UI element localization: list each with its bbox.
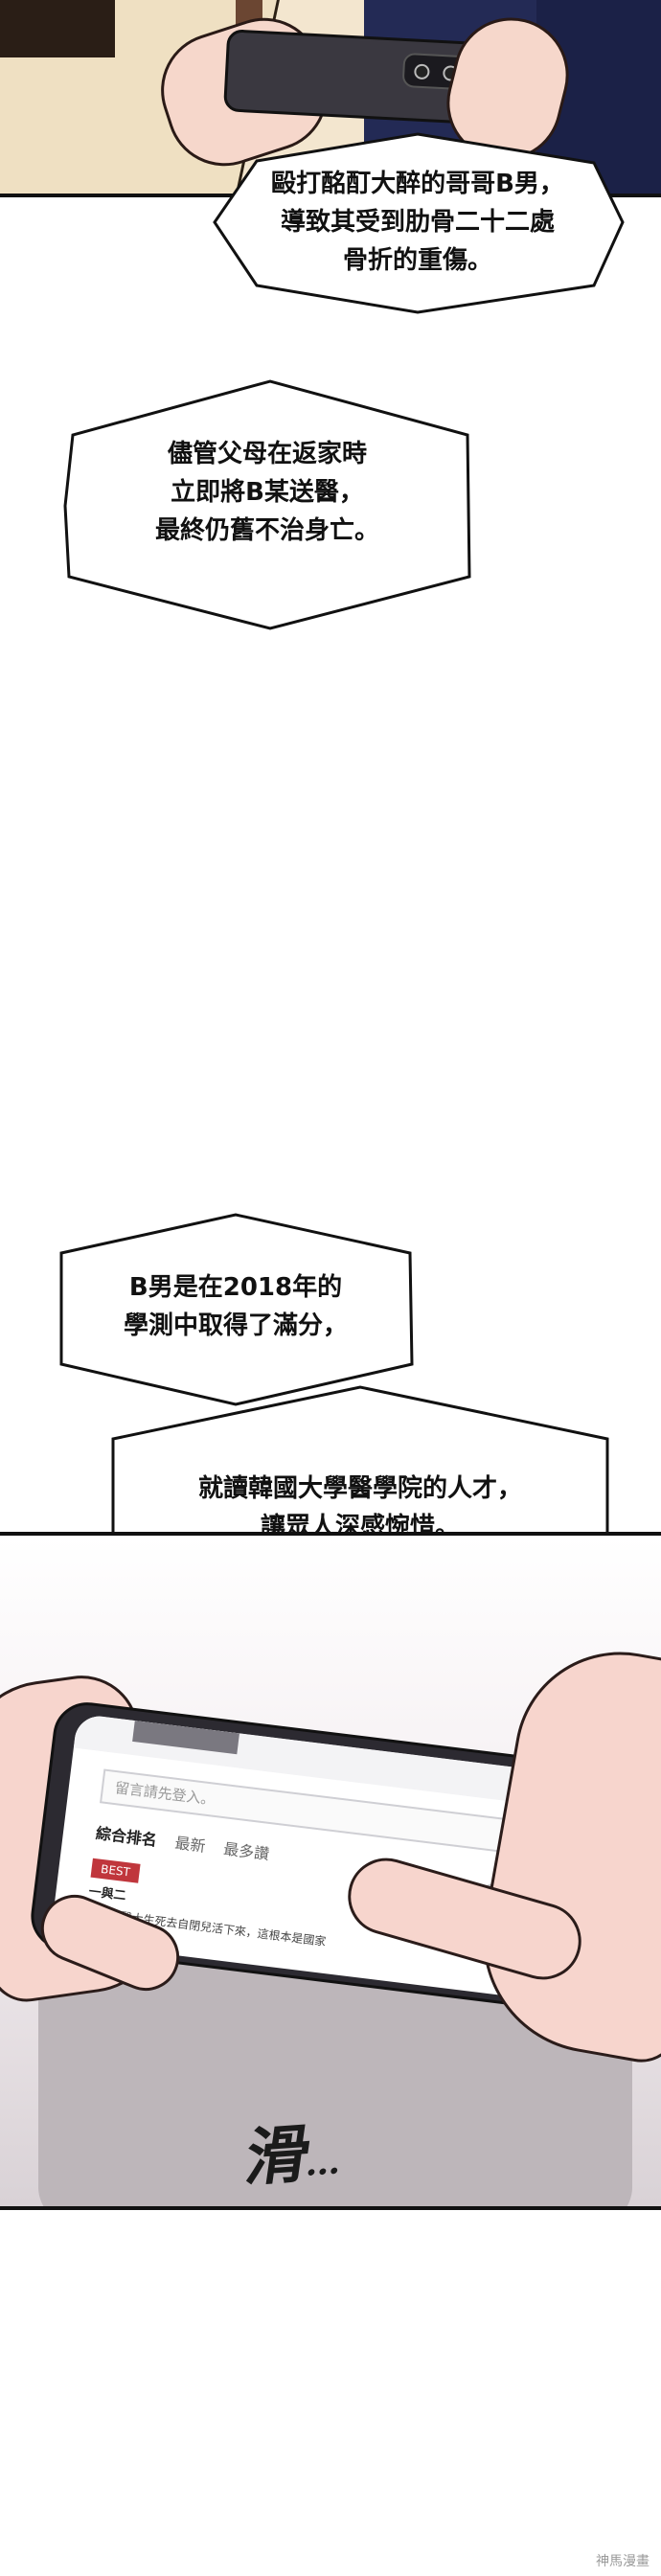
bubble-outline <box>63 379 471 630</box>
best-badge: BEST <box>90 1858 141 1883</box>
camera-lens-icon <box>413 63 430 80</box>
bubble-4-line-1: 就讀韓國大學醫學院的人才， <box>197 1474 522 1503</box>
watermark: 神馬漫畫 <box>596 2554 650 2569</box>
bubble-1-line-1: 毆打酩酊大醉的哥哥B男， <box>271 170 564 198</box>
sfx-text: 滑 <box>240 2116 314 2196</box>
bottom-comic-panel: 留言請先登入。 綜合排名 最新 最多讚 BEST 一與二 竟然是醫大生死去自閉兒… <box>0 1532 661 2210</box>
bubble-outline <box>213 132 625 314</box>
bubble-2-line-1: 儘管父母在返家時 <box>167 440 367 468</box>
swipe-sound-effect: 滑… <box>240 2101 349 2200</box>
tab-latest[interactable]: 最新 <box>173 1834 207 1856</box>
bubble-1-line-3: 骨折的重傷。 <box>342 246 492 275</box>
bubble-3-line-1: B男是在2018年的 <box>128 1273 343 1302</box>
bubble-outline <box>59 1213 414 1406</box>
speech-bubble-3: B男是在2018年的 學測中取得了滿分， <box>54 1209 418 1410</box>
speech-bubble-2: 儘管父母在返家時 立即將B某送醫， 最終仍舊不治身亡。 <box>59 376 475 634</box>
bubble-1-line-2: 導致其受到肋骨二十二處 <box>280 208 555 237</box>
comment-sort-tabs: 綜合排名 最新 最多讚 <box>95 1820 285 1866</box>
tab-most-liked[interactable]: 最多讚 <box>222 1839 271 1864</box>
dark-hair <box>0 0 115 57</box>
tab-overall-rank[interactable]: 綜合排名 <box>95 1824 158 1850</box>
sfx-dots: … <box>303 2141 343 2184</box>
bubble-2-line-2: 立即將B某送醫， <box>171 478 364 507</box>
speech-bubble-1: 毆打酩酊大醉的哥哥B男， 導致其受到肋骨二十二處 骨折的重傷。 <box>207 126 628 318</box>
bubble-2-line-3: 最終仍舊不治身亡。 <box>154 516 379 545</box>
bubble-3-line-2: 學測中取得了滿分， <box>123 1311 348 1340</box>
